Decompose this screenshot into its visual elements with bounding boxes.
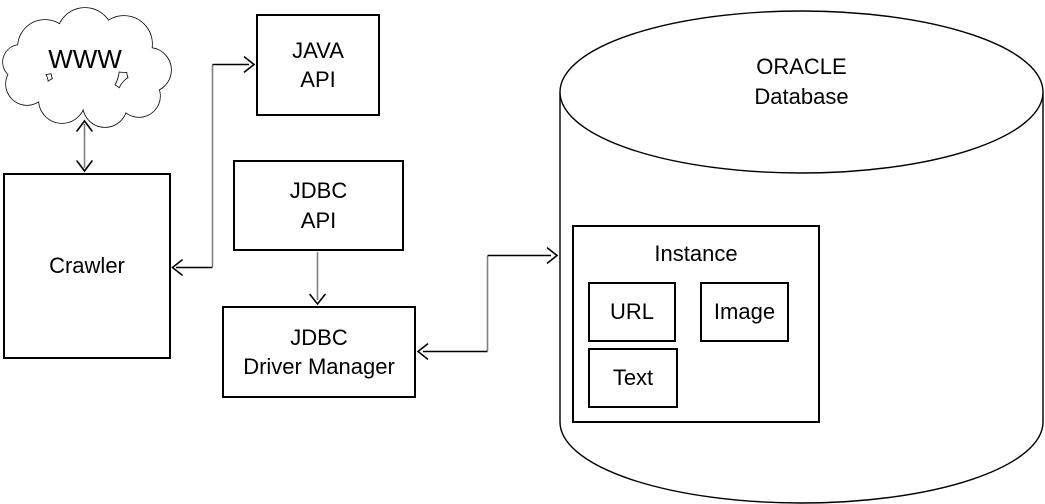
oracle-database-line2: Database [754,84,849,109]
arrowhead-into-crawler-top [76,160,93,173]
www-text: WWW [48,44,122,75]
diagram-connectors [76,56,559,360]
instance-label: Instance [654,241,738,266]
oracle-database-label: ORACLE Database [660,50,943,114]
oracle-database-cylinder [559,10,1044,504]
text-label: Text [612,365,654,391]
www-cloud-shape [2,7,172,128]
arrowhead-into-cloud [76,119,93,132]
image-box: Image [700,282,789,342]
arrowhead-into-driver-manager-right [416,343,429,360]
jdbc-api-line1: JDBC [289,178,348,204]
java-api-line2: API [300,67,336,92]
image-label: Image [713,299,776,325]
jdbc-api-line2: API [300,207,337,233]
jdbc-api-node: JDBC API [233,160,404,251]
java-api-node: JAVA API [256,14,380,116]
oracle-database-line1: ORACLE [756,54,847,80]
connector-drivermanager-database-horizontals [423,254,551,353]
arrowhead-into-database [546,247,559,264]
arrowhead-into-driver-manager-top [309,293,326,306]
connector-crawler-javaapi-horizontals [176,63,249,269]
instance-box: Instance [572,225,820,423]
arrowhead-into-java-api [243,56,256,73]
jdbc-driver-manager-line2: Driver Manager [243,354,395,379]
www-label: WWW [20,44,150,76]
jdbc-driver-manager-node: JDBC Driver Manager [222,306,416,398]
java-api-line1: JAVA [292,37,344,63]
url-label: URL [609,299,654,325]
jdbc-driver-manager-line1: JDBC [290,324,348,350]
arrowhead-into-crawler-right [171,259,183,276]
crawler-label: Crawler [49,253,125,279]
url-box: URL [588,282,676,342]
text-box: Text [588,348,678,408]
crawler-node: Crawler [3,173,171,359]
